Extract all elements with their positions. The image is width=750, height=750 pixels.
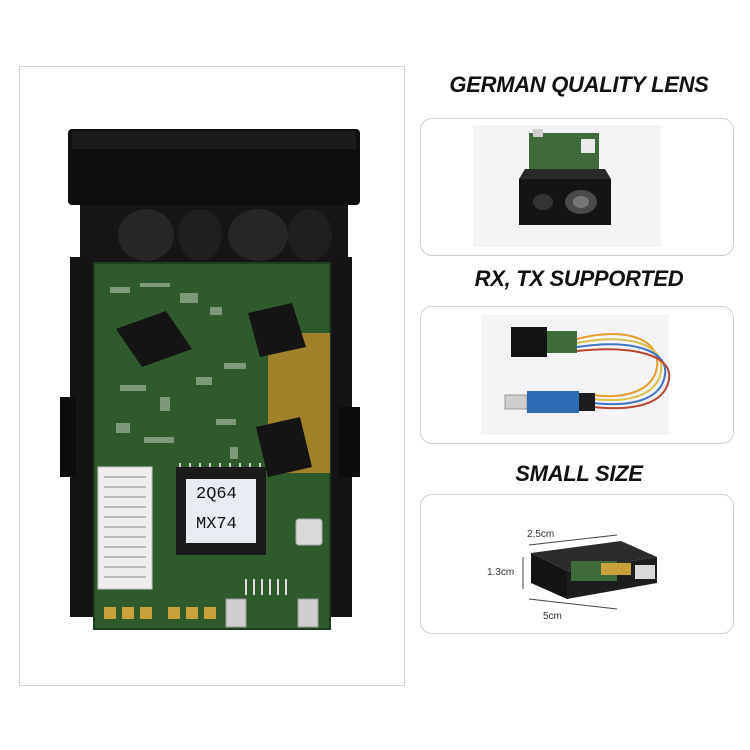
module-with-usb-adapter-photo (481, 315, 671, 435)
lens-module-photo (473, 125, 661, 247)
card-lens-photo (420, 118, 734, 256)
heading-small-size: SMALL SIZE (515, 461, 643, 486)
laser-module-pcb-illustration (60, 129, 360, 630)
heading-rx-tx-supported: RX, TX SUPPORTED (474, 266, 684, 291)
heading-german-quality-lens: GERMAN QUALITY LENS (449, 72, 709, 97)
chip-label-line-2: MX74 (196, 515, 237, 534)
dimension-width-label: 2.5cm (527, 529, 555, 540)
module-dimensions-photo (522, 534, 657, 610)
card-size-photo: 2.5cm 1.3cm 5cm (420, 494, 734, 634)
main-product-photo: 2Q64 MX74 (19, 66, 405, 686)
chip-label-line-1: 2Q64 (196, 485, 237, 504)
dimension-height-label: 1.3cm (487, 567, 515, 578)
card-rxtx-photo (420, 306, 734, 444)
dimension-length-label: 5cm (543, 611, 562, 622)
